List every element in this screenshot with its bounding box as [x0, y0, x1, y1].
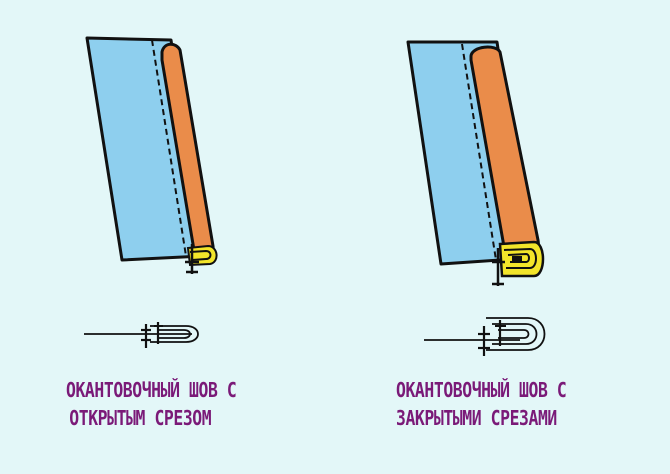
caption-open-cut: ОКАНТОВОЧНЫЙ ШОВ С ОТКРЫТЫМ СРЕЗОМ — [66, 376, 237, 432]
caption-closed-cut-line1: ОКАНТОВОЧНЫЙ ШОВ С — [396, 378, 567, 402]
edge-fold-right-1 — [503, 247, 537, 269]
stitch-line-right — [461, 43, 497, 261]
caption-closed-cut: ОКАНТОВОЧНЫЙ ШОВ С ЗАКРЫТЫМИ СРЕЗАМИ — [396, 376, 567, 432]
edge-fold-left — [189, 249, 212, 261]
caption-open-cut-line2: ОТКРЫТЫМ СРЕЗОМ — [69, 406, 212, 430]
caption-open-cut-line1: ОКАНТОВОЧНЫЙ ШОВ С — [66, 378, 237, 402]
stitch-line-left — [151, 39, 187, 257]
caption-closed-cut-line2: ЗАКРЫТЫМИ СРЕЗАМИ — [396, 406, 557, 430]
closed-cut-diagram — [406, 40, 545, 286]
edge-fold-right-2 — [507, 252, 530, 263]
open-cut-schematic — [84, 322, 199, 348]
closed-cut-schematic — [424, 317, 546, 356]
edge-core-right — [512, 256, 522, 261]
open-cut-diagram — [85, 36, 218, 274]
